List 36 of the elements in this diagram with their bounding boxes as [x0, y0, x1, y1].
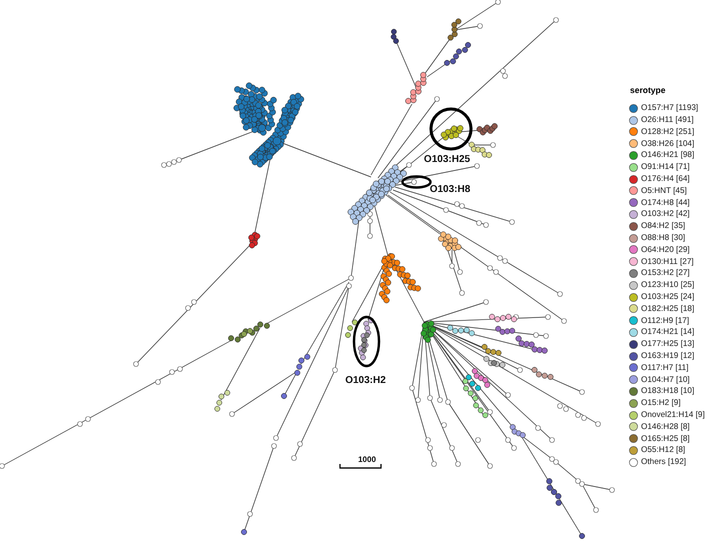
legend-label: O64:H20 [29] — [641, 246, 690, 254]
cluster-label: O103:H8 — [430, 185, 470, 195]
legend-label: O183:H18 [10] — [641, 387, 694, 396]
legend-label: O88:H8 [30] — [641, 234, 686, 242]
legend-label: O5:HNT [45] — [641, 186, 687, 196]
legend-label: O128:H2 [251] — [641, 128, 694, 136]
legend-label: O84:H2 [35] — [641, 222, 686, 230]
legend-label: O123:H10 [25] — [641, 281, 694, 290]
legend-label: O103:H25 [24] — [641, 293, 694, 302]
legend-label: O26:H11 [491] — [641, 116, 694, 124]
legend-label: O165:H25 [8] — [641, 434, 690, 443]
legend-label: O157:H7 [1193] — [641, 104, 698, 112]
legend-label: O146:H21 [98] — [641, 151, 694, 160]
scale-value: 1000 — [358, 456, 376, 464]
cluster-label: O103:H2 — [345, 376, 386, 386]
legend-label: O176:H4 [64] — [641, 175, 690, 184]
legend-label: O146:H28 [8] — [641, 422, 690, 432]
legend-label: O38:H26 [104] — [641, 140, 694, 148]
legend-label: O177:H25 [13] — [641, 340, 694, 348]
legend-label: O182:H25 [18] — [641, 304, 694, 314]
legend-label: O174:H8 [44] — [641, 198, 690, 207]
legend-label: O112:H9 [17] — [641, 316, 690, 325]
legend-label: Others [192] — [641, 458, 686, 466]
legend-label: O15:H2 [9] — [641, 399, 681, 408]
legend-label: O117:H7 [11] — [641, 364, 688, 372]
cluster-label: O103:H25 — [424, 155, 470, 165]
legend-label: O55:H12 [8] — [641, 446, 686, 455]
legend-label: O153:H2 [27] — [641, 269, 690, 278]
legend-label: O130:H11 [27] — [641, 258, 694, 266]
legend-title: serotype — [630, 86, 666, 94]
legend-label: O91:H14 [71] — [641, 163, 690, 172]
legend-label: O163:H19 [12] — [641, 352, 694, 360]
legend-label: Onovel21:H14 [9] — [641, 411, 705, 420]
legend-label: O103:H2 [42] — [641, 210, 690, 219]
legend-label: O104:H7 [10] — [641, 376, 690, 384]
legend-label: O174:H21 [14] — [641, 328, 694, 337]
